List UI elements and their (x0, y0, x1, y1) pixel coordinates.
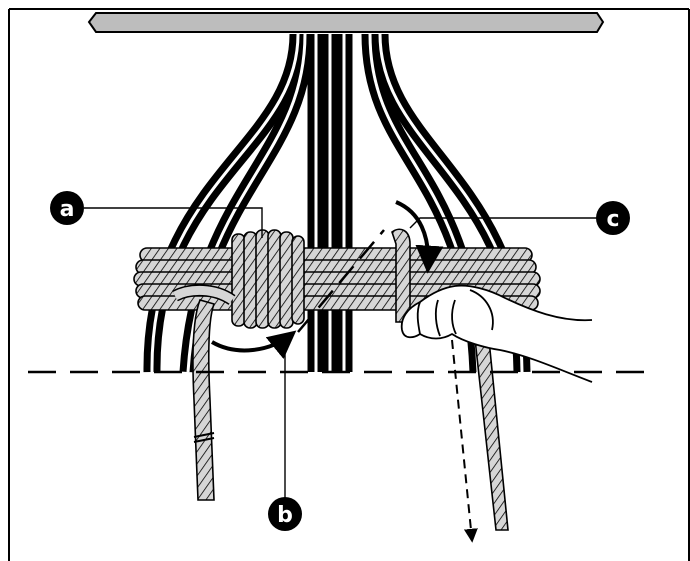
diagonal-dashed-line (297, 229, 385, 333)
rope-end-left (192, 299, 216, 501)
callout-b: b (268, 497, 302, 531)
callout-b-label: b (277, 503, 293, 528)
knot-wraps (231, 229, 305, 329)
hand (400, 284, 593, 383)
arrow-tuck-direction (395, 200, 444, 274)
mounting-bar (87, 12, 605, 33)
callout-a: a (50, 191, 84, 225)
leader-lines (84, 207, 605, 498)
rope-end-right (391, 228, 411, 323)
rope-whipping-left (193, 432, 215, 443)
callout-c-label: c (606, 207, 619, 232)
callout-c: c (596, 201, 630, 235)
frame (8, 8, 690, 561)
arrow-pull-direction (451, 339, 478, 543)
arrow-wrap-direction (210, 330, 297, 360)
callout-a-label: a (60, 197, 75, 222)
